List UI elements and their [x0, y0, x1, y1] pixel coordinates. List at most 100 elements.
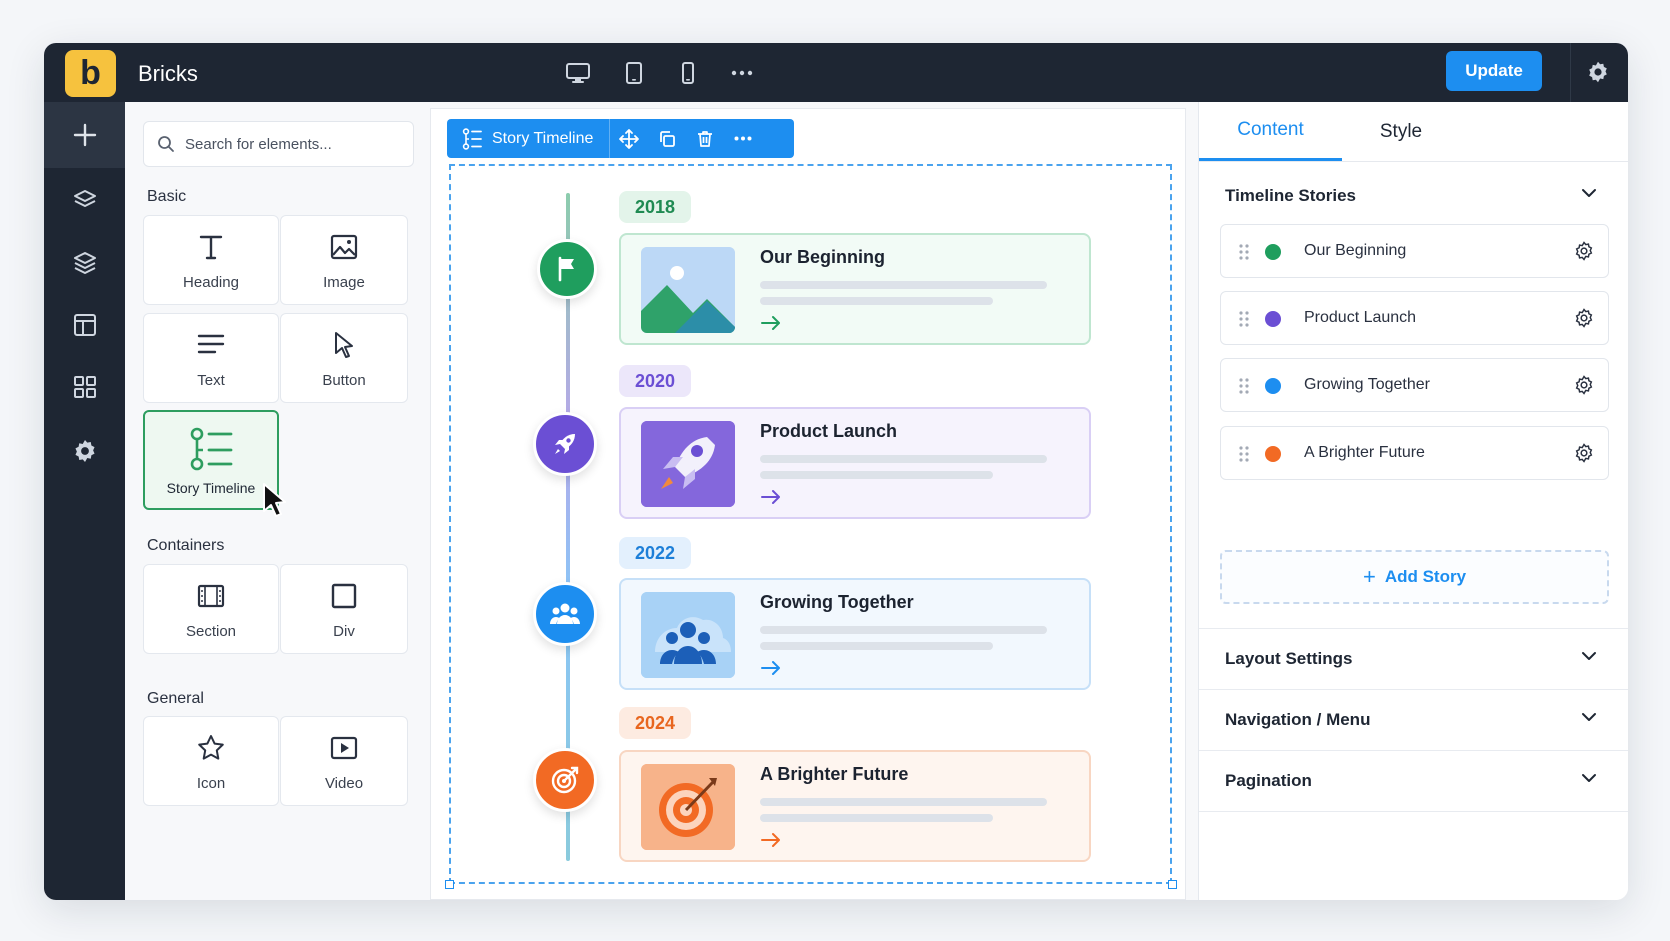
element-video[interactable]: Video	[280, 716, 408, 806]
element-div[interactable]: Div	[280, 564, 408, 654]
desktop-icon[interactable]	[563, 58, 593, 88]
story-card[interactable]: Product Launch	[619, 407, 1091, 519]
arrow-right-icon[interactable]	[760, 489, 782, 505]
more-actions-icon[interactable]	[724, 119, 762, 158]
story-card[interactable]: Our Beginning	[619, 233, 1091, 345]
team-image	[641, 592, 735, 678]
element-div-label: Div	[333, 623, 355, 640]
element-text[interactable]: Text	[143, 313, 279, 403]
element-story-timeline-label: Story Timeline	[166, 480, 256, 496]
arrow-right-icon[interactable]	[760, 660, 782, 676]
layers-icon[interactable]	[44, 168, 125, 234]
duplicate-icon[interactable]	[648, 119, 686, 158]
target-icon	[551, 766, 579, 794]
year-badge: 2020	[619, 365, 692, 397]
section-title: Timeline Stories	[1225, 186, 1357, 205]
tablet-icon[interactable]	[619, 58, 649, 88]
add-story-label: Add Story	[1384, 567, 1467, 586]
story-title: A Brighter Future	[760, 764, 909, 784]
tabs-divider	[1199, 161, 1628, 162]
drag-handle-icon[interactable]	[1239, 445, 1249, 463]
trash-icon[interactable]	[686, 119, 724, 158]
bricks-logo[interactable]: b	[65, 50, 116, 97]
element-story-timeline[interactable]: Story Timeline	[143, 410, 279, 510]
mouse-cursor-icon	[263, 483, 286, 517]
element-video-label: Video	[324, 775, 364, 792]
pagination-header[interactable]: Pagination	[1199, 751, 1628, 811]
story-item-label: Our Beginning	[1304, 242, 1407, 259]
arrow-right-icon[interactable]	[760, 315, 782, 331]
add-story-button[interactable]: + Add Story	[1220, 550, 1609, 604]
section-title: Navigation / Menu	[1225, 710, 1371, 729]
story-item[interactable]: Growing Together	[1220, 358, 1609, 412]
structure-icon[interactable]	[44, 230, 125, 296]
selected-element-label[interactable]: Story Timeline	[447, 119, 611, 158]
layout-settings-header[interactable]: Layout Settings	[1199, 629, 1628, 689]
group-label-basic: Basic	[147, 188, 187, 205]
chevron-down-icon	[1582, 713, 1596, 721]
item-settings-icon[interactable]	[1574, 308, 1594, 328]
cursor-pointer-icon	[335, 332, 353, 358]
flag-icon	[558, 256, 574, 282]
story-node	[533, 412, 597, 476]
navigation-menu-header[interactable]: Navigation / Menu	[1199, 690, 1628, 750]
placeholder-line	[760, 814, 993, 822]
placeholder-line	[760, 455, 1047, 463]
move-icon[interactable]	[610, 119, 648, 158]
tab-content[interactable]: Content	[1199, 102, 1342, 161]
mobile-icon[interactable]	[673, 58, 703, 88]
search-box[interactable]	[143, 121, 414, 167]
arrow-right-icon[interactable]	[760, 832, 782, 848]
story-card[interactable]: A Brighter Future	[619, 750, 1091, 862]
element-image[interactable]: Image	[280, 215, 408, 305]
story-node	[537, 239, 597, 299]
story-title: Our Beginning	[760, 247, 885, 267]
resize-handle[interactable]	[1168, 880, 1177, 889]
element-heading[interactable]: Heading	[143, 215, 279, 305]
divider	[1199, 628, 1628, 629]
plus-icon: +	[1362, 564, 1376, 589]
add-element-icon[interactable]	[44, 102, 125, 168]
element-section[interactable]: Section	[143, 564, 279, 654]
rocket-image	[641, 421, 735, 507]
timeline-stories-header[interactable]: Timeline Stories	[1199, 166, 1628, 226]
story-title: Growing Together	[760, 592, 914, 612]
update-button[interactable]: Update	[1446, 51, 1542, 91]
drag-handle-icon[interactable]	[1239, 377, 1249, 395]
year-badge: 2024	[619, 707, 692, 739]
item-settings-icon[interactable]	[1574, 443, 1594, 463]
placeholder-line	[760, 798, 1047, 806]
story-card[interactable]: Growing Together	[619, 578, 1091, 690]
story-node	[533, 582, 597, 646]
search-input[interactable]	[185, 135, 405, 153]
gear-icon[interactable]	[44, 418, 125, 484]
top-bar: b Bricks Update	[44, 43, 1628, 102]
story-item[interactable]: Our Beginning	[1220, 224, 1609, 278]
tab-style[interactable]: Style	[1379, 120, 1423, 142]
left-rail	[44, 102, 125, 900]
element-icon[interactable]: Icon	[143, 716, 279, 806]
more-options-icon[interactable]	[727, 58, 757, 88]
story-item[interactable]: Product Launch	[1220, 291, 1609, 345]
drag-handle-icon[interactable]	[1239, 310, 1249, 328]
drag-handle-icon[interactable]	[1239, 243, 1249, 261]
story-item[interactable]: A Brighter Future	[1220, 426, 1609, 480]
group-label-containers: Containers	[147, 537, 225, 554]
section-title: Pagination	[1225, 771, 1312, 790]
settings-icon[interactable]	[1582, 56, 1614, 88]
color-dot	[1265, 311, 1281, 327]
star-icon	[198, 735, 224, 760]
properties-panel: Content Style Timeline Stories Our Begin…	[1198, 102, 1628, 900]
grid-icon[interactable]	[44, 354, 125, 420]
year-badge: 2018	[619, 191, 692, 223]
item-settings-icon[interactable]	[1574, 375, 1594, 395]
heading-icon	[199, 235, 223, 260]
resize-handle[interactable]	[445, 880, 454, 889]
placeholder-line	[760, 626, 1047, 634]
template-icon[interactable]	[44, 292, 125, 358]
element-button[interactable]: Button	[280, 313, 408, 403]
timeline-axis	[566, 193, 570, 861]
item-settings-icon[interactable]	[1574, 241, 1594, 261]
divider	[1199, 811, 1628, 812]
element-button-label: Button	[322, 372, 366, 389]
